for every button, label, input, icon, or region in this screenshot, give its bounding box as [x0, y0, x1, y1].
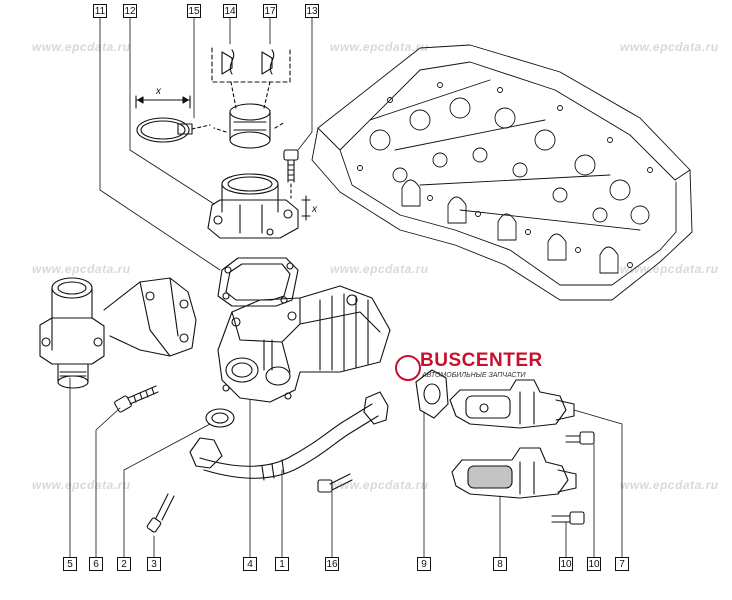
callout-14: 14 [223, 4, 237, 18]
watermark: www.epcdata.ru [620, 40, 719, 54]
egr-valve-illustration [449, 379, 575, 429]
egr-manifold-illustration [217, 285, 391, 403]
callout-1: 1 [275, 557, 289, 571]
watermark: www.epcdata.ru [620, 262, 719, 276]
callout-10: 10 [587, 557, 601, 571]
gasket-illustration [415, 369, 449, 419]
brand-name: BUSCENTER [420, 350, 543, 371]
callout-4: 4 [243, 557, 257, 571]
gasket-illustration [217, 257, 299, 307]
callout-17: 17 [263, 4, 277, 18]
bolt-illustration [565, 431, 595, 445]
callout-10: 10 [559, 557, 573, 571]
water-outlet-illustration [39, 277, 197, 389]
bolt-illustration [317, 473, 353, 493]
callout-6: 6 [89, 557, 103, 571]
leader-lines [69, 16, 623, 561]
callout-11: 11 [93, 4, 107, 18]
callout-8: 8 [493, 557, 507, 571]
bolt-illustration [551, 511, 585, 525]
bolt-illustration [146, 493, 175, 533]
watermark: www.epcdata.ru [620, 478, 719, 492]
cylinder-head-illustration [311, 44, 693, 301]
seal-ring-illustration [205, 408, 235, 428]
brand-subtitle: АВТОМОБИЛЬНЫЕ ЗАПЧАСТИ [422, 372, 526, 379]
dimension-label: x [312, 204, 317, 215]
callout-15: 15 [187, 4, 201, 18]
egr-pipe-illustration [189, 391, 389, 481]
callout-7: 7 [615, 557, 629, 571]
brand-logo-mark [395, 355, 421, 381]
egr-valve-illustration [451, 447, 577, 499]
callout-16: 16 [325, 557, 339, 571]
hose-coupling-illustration [211, 47, 291, 149]
watermark: www.epcdata.ru [330, 262, 429, 276]
intake-housing-illustration [207, 173, 311, 239]
callout-3: 3 [147, 557, 161, 571]
clamp-illustration [135, 95, 211, 143]
watermark: www.epcdata.ru [32, 478, 131, 492]
watermark: www.epcdata.ru [32, 40, 131, 54]
watermark: www.epcdata.ru [330, 478, 429, 492]
watermark: www.epcdata.ru [32, 262, 131, 276]
callout-5: 5 [63, 557, 77, 571]
bolt-illustration [114, 385, 159, 413]
dimension-label: x [156, 86, 161, 97]
callout-2: 2 [117, 557, 131, 571]
callout-12: 12 [123, 4, 137, 18]
watermark: www.epcdata.ru [330, 40, 429, 54]
callout-13: 13 [305, 4, 319, 18]
bolt-illustration [283, 149, 299, 199]
callout-9: 9 [417, 557, 431, 571]
